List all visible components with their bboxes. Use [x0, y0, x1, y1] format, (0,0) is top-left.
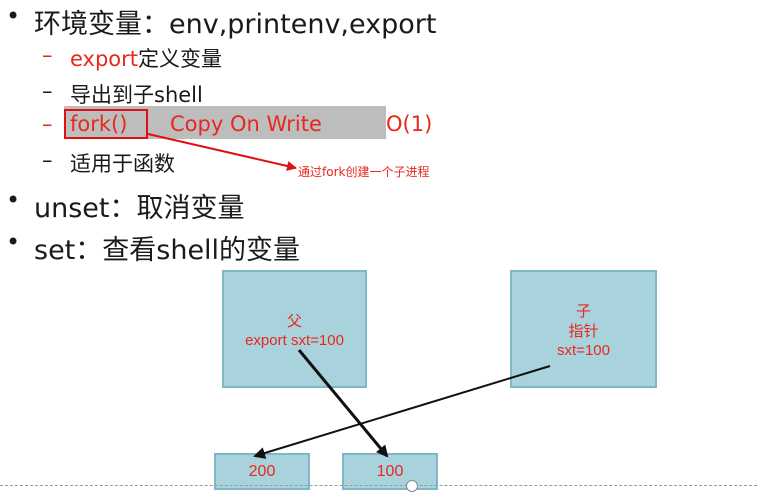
fork-text: fork(): [70, 112, 128, 136]
fork-annotation: 通过fork创建一个子进程: [298, 165, 430, 179]
sub-item-functions: 适用于函数: [70, 152, 175, 176]
export-keyword: export: [70, 47, 139, 71]
bullet-dot: •: [6, 228, 21, 256]
dash-marker: –: [42, 43, 53, 67]
export-rest: 定义变量: [138, 47, 223, 71]
o1-text: O(1): [386, 112, 433, 136]
copy-on-write-text: Copy On Write: [170, 112, 322, 136]
child-label: 子: [575, 303, 591, 320]
child-sxt-label: sxt=100: [557, 342, 610, 359]
dash-marker: –: [42, 148, 53, 172]
dash-marker: –: [42, 79, 53, 103]
bullet-dot: •: [6, 2, 21, 30]
fork-outline-box: [64, 109, 148, 139]
child-pointer-label: 指针: [568, 323, 599, 340]
parent-process-box: 父 export sxt=100: [222, 270, 367, 388]
bullet-env-vars: 环境变量：env,printenv,export: [34, 9, 437, 40]
fork-annotation-arrow: [147, 133, 297, 171]
sub-item-export: export定义变量: [70, 43, 222, 73]
parent-to-100-arrow: [297, 349, 389, 458]
value-box-100: 100: [342, 453, 438, 490]
text-selection-highlight: [64, 106, 386, 139]
bullet-set: set：查看shell的变量: [34, 235, 301, 266]
parent-label: 父: [286, 313, 302, 330]
slide-bottom-border: [0, 485, 757, 486]
dash-marker: –: [42, 112, 53, 136]
bullet-dot: •: [6, 186, 21, 214]
child-to-200-arrow: [253, 365, 551, 459]
value-box-200: 200: [214, 453, 310, 490]
resize-handle[interactable]: [406, 480, 418, 492]
bullet-unset: unset：取消变量: [34, 193, 245, 224]
sub-item-export-to-subshell: 导出到子shell: [70, 83, 203, 107]
child-process-box: 子 指针 sxt=100: [510, 270, 657, 388]
parent-export-label: export sxt=100: [245, 332, 344, 349]
